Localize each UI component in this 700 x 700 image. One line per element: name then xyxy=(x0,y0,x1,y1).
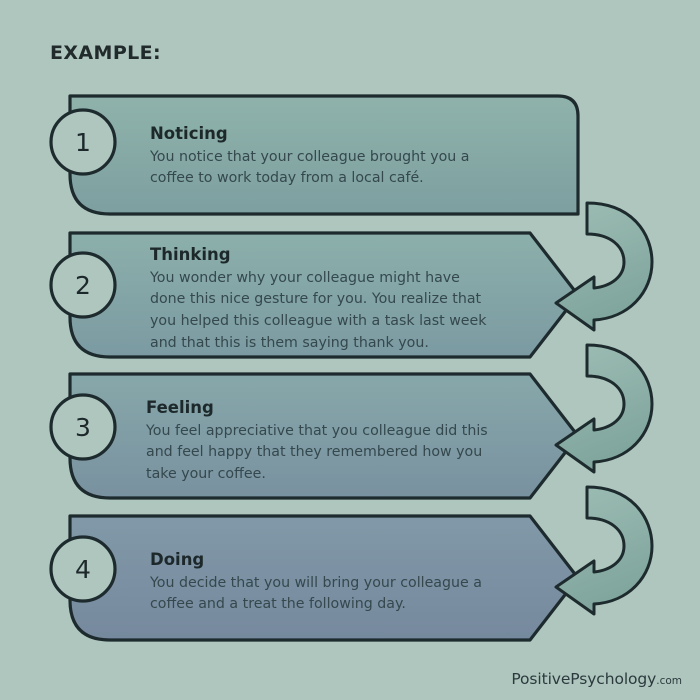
curved-arrow-1-to-2 xyxy=(554,201,654,332)
step-number-3: 3 xyxy=(75,413,91,442)
curved-arrow-2-to-3 xyxy=(554,343,654,474)
step-content-2: Thinking You wonder why your colleague m… xyxy=(150,245,540,354)
step-number-1: 1 xyxy=(75,128,91,157)
step-body-1: You notice that your colleague brought y… xyxy=(150,148,470,187)
footer-brand-name: PositivePsychology xyxy=(511,670,657,688)
step-content-4: Doing You decide that you will bring you… xyxy=(150,550,540,616)
page-title: EXAMPLE: xyxy=(50,42,162,64)
step-title-2: Thinking xyxy=(150,245,231,264)
step-title-4: Doing xyxy=(150,550,205,569)
step-number-2: 2 xyxy=(75,271,91,300)
step-content-3: Feeling You feel appreciative that you c… xyxy=(146,398,541,486)
step-body-3: You feel appreciative that you colleague… xyxy=(146,422,488,482)
step-number-4: 4 xyxy=(75,555,91,584)
footer-brand: PositivePsychology.com xyxy=(511,670,682,688)
step-body-2: You wonder why your colleague might have… xyxy=(150,269,487,351)
step-title-1: Noticing xyxy=(150,124,228,143)
step-title-3: Feeling xyxy=(146,398,214,417)
step-content-1: Noticing You notice that your colleague … xyxy=(150,124,530,190)
curved-arrow-3-to-4 xyxy=(554,485,654,616)
footer-brand-tld: .com xyxy=(656,675,682,687)
step-body-4: You decide that you will bring your coll… xyxy=(150,574,482,613)
